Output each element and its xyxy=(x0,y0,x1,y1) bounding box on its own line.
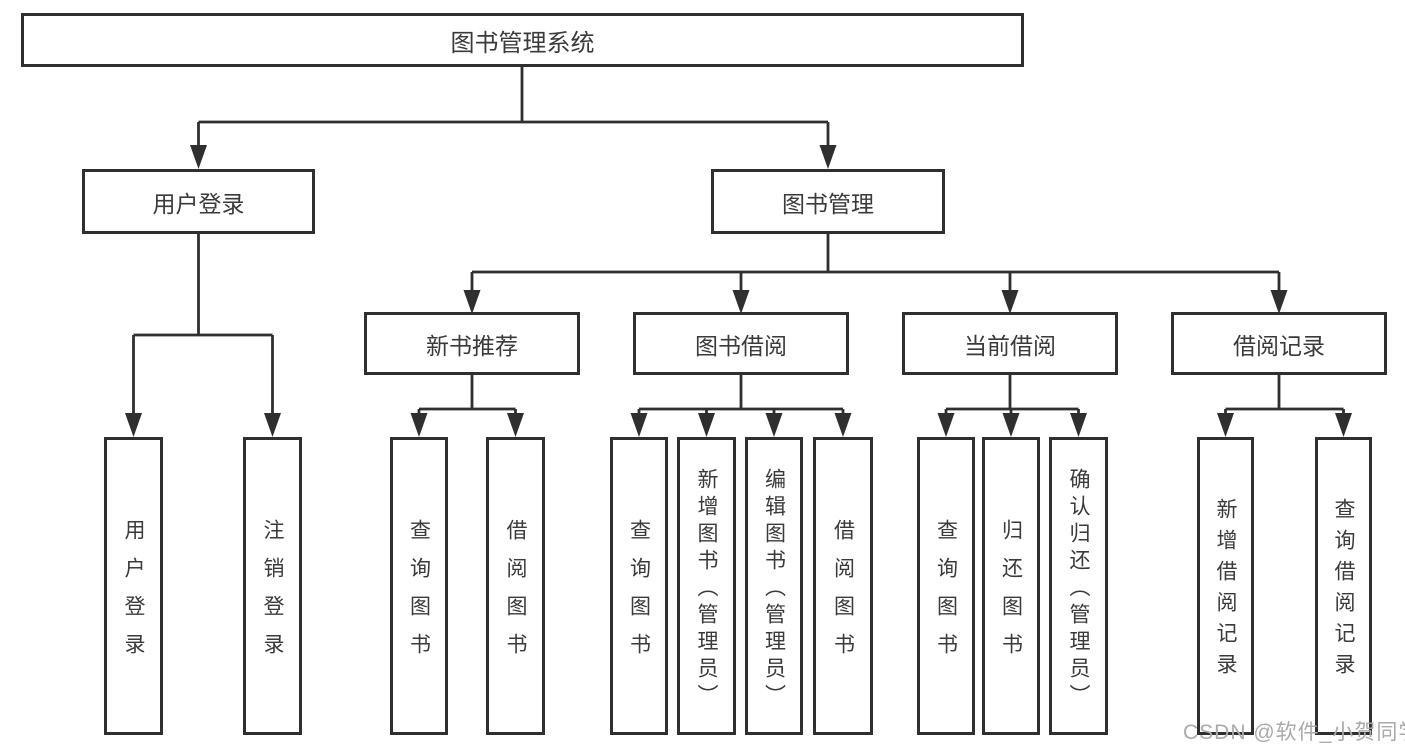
node-label: 当前借阅 xyxy=(964,332,1056,359)
node-label: 借阅记录 xyxy=(1233,332,1325,359)
leaf-cb-confirm-return-admin: 确认归还（管理员） xyxy=(1049,437,1108,735)
leaf-label: 借阅图书 xyxy=(504,518,527,671)
leaf-br-query-borrow-record: 查询借阅记录 xyxy=(1315,437,1372,735)
leaf-bb-borrow-books: 借阅图书 xyxy=(813,437,873,735)
leaf-label: 确认归还（管理员） xyxy=(1067,467,1090,711)
leaf-label: 用户登录 xyxy=(122,518,145,671)
leaf-user-login: 用户登录 xyxy=(104,437,163,735)
leaf-label: 查询图书 xyxy=(934,518,958,671)
leaf-cb-return-books: 归还图书 xyxy=(982,437,1040,735)
node-user-login-branch: 用户登录 xyxy=(82,169,315,234)
leaf-bb-query-books: 查询图书 xyxy=(610,437,668,735)
node-label: 图书管理系统 xyxy=(450,29,595,57)
leaf-label: 归还图书 xyxy=(999,518,1023,671)
leaf-label: 查询图书 xyxy=(407,518,431,671)
node-book-management-branch: 图书管理 xyxy=(711,169,945,234)
leaf-cb-query-books: 查询图书 xyxy=(917,437,975,735)
node-label: 新书推荐 xyxy=(426,332,518,359)
leaf-bb-add-books-admin: 新增图书（管理员） xyxy=(677,437,736,735)
leaf-label: 新增借阅记录 xyxy=(1214,498,1237,684)
leaf-label: 查询图书 xyxy=(627,518,651,671)
leaf-nbr-borrow-books: 借阅图书 xyxy=(486,437,545,735)
leaf-bb-edit-books-admin: 编辑图书（管理员） xyxy=(745,437,803,735)
node-current-borrowing: 当前借阅 xyxy=(902,312,1118,375)
watermark-text: CSDN @软件_小贺同学 xyxy=(1183,721,1405,744)
node-label: 图书管理 xyxy=(782,190,874,217)
node-borrowing-records: 借阅记录 xyxy=(1171,312,1387,375)
node-label: 图书借阅 xyxy=(695,332,787,359)
leaf-nbr-query-books: 查询图书 xyxy=(390,437,448,735)
node-library-management-system: 图书管理系统 xyxy=(21,13,1024,67)
leaf-label: 新增图书（管理员） xyxy=(695,467,718,711)
node-label: 用户登录 xyxy=(152,190,245,217)
arrowhead-icons xyxy=(125,145,1352,437)
leaf-label: 借阅图书 xyxy=(831,518,855,671)
leaf-br-add-borrow-record: 新增借阅记录 xyxy=(1197,437,1254,735)
leaf-label: 查询借阅记录 xyxy=(1332,498,1355,684)
connector-elbows xyxy=(132,67,1345,416)
node-new-book-recommend: 新书推荐 xyxy=(364,312,580,375)
leaf-logout-login: 注销登录 xyxy=(243,437,302,735)
leaf-label: 注销登录 xyxy=(261,518,284,671)
node-book-borrowing: 图书借阅 xyxy=(633,312,849,375)
leaf-label: 编辑图书（管理员） xyxy=(762,467,786,711)
